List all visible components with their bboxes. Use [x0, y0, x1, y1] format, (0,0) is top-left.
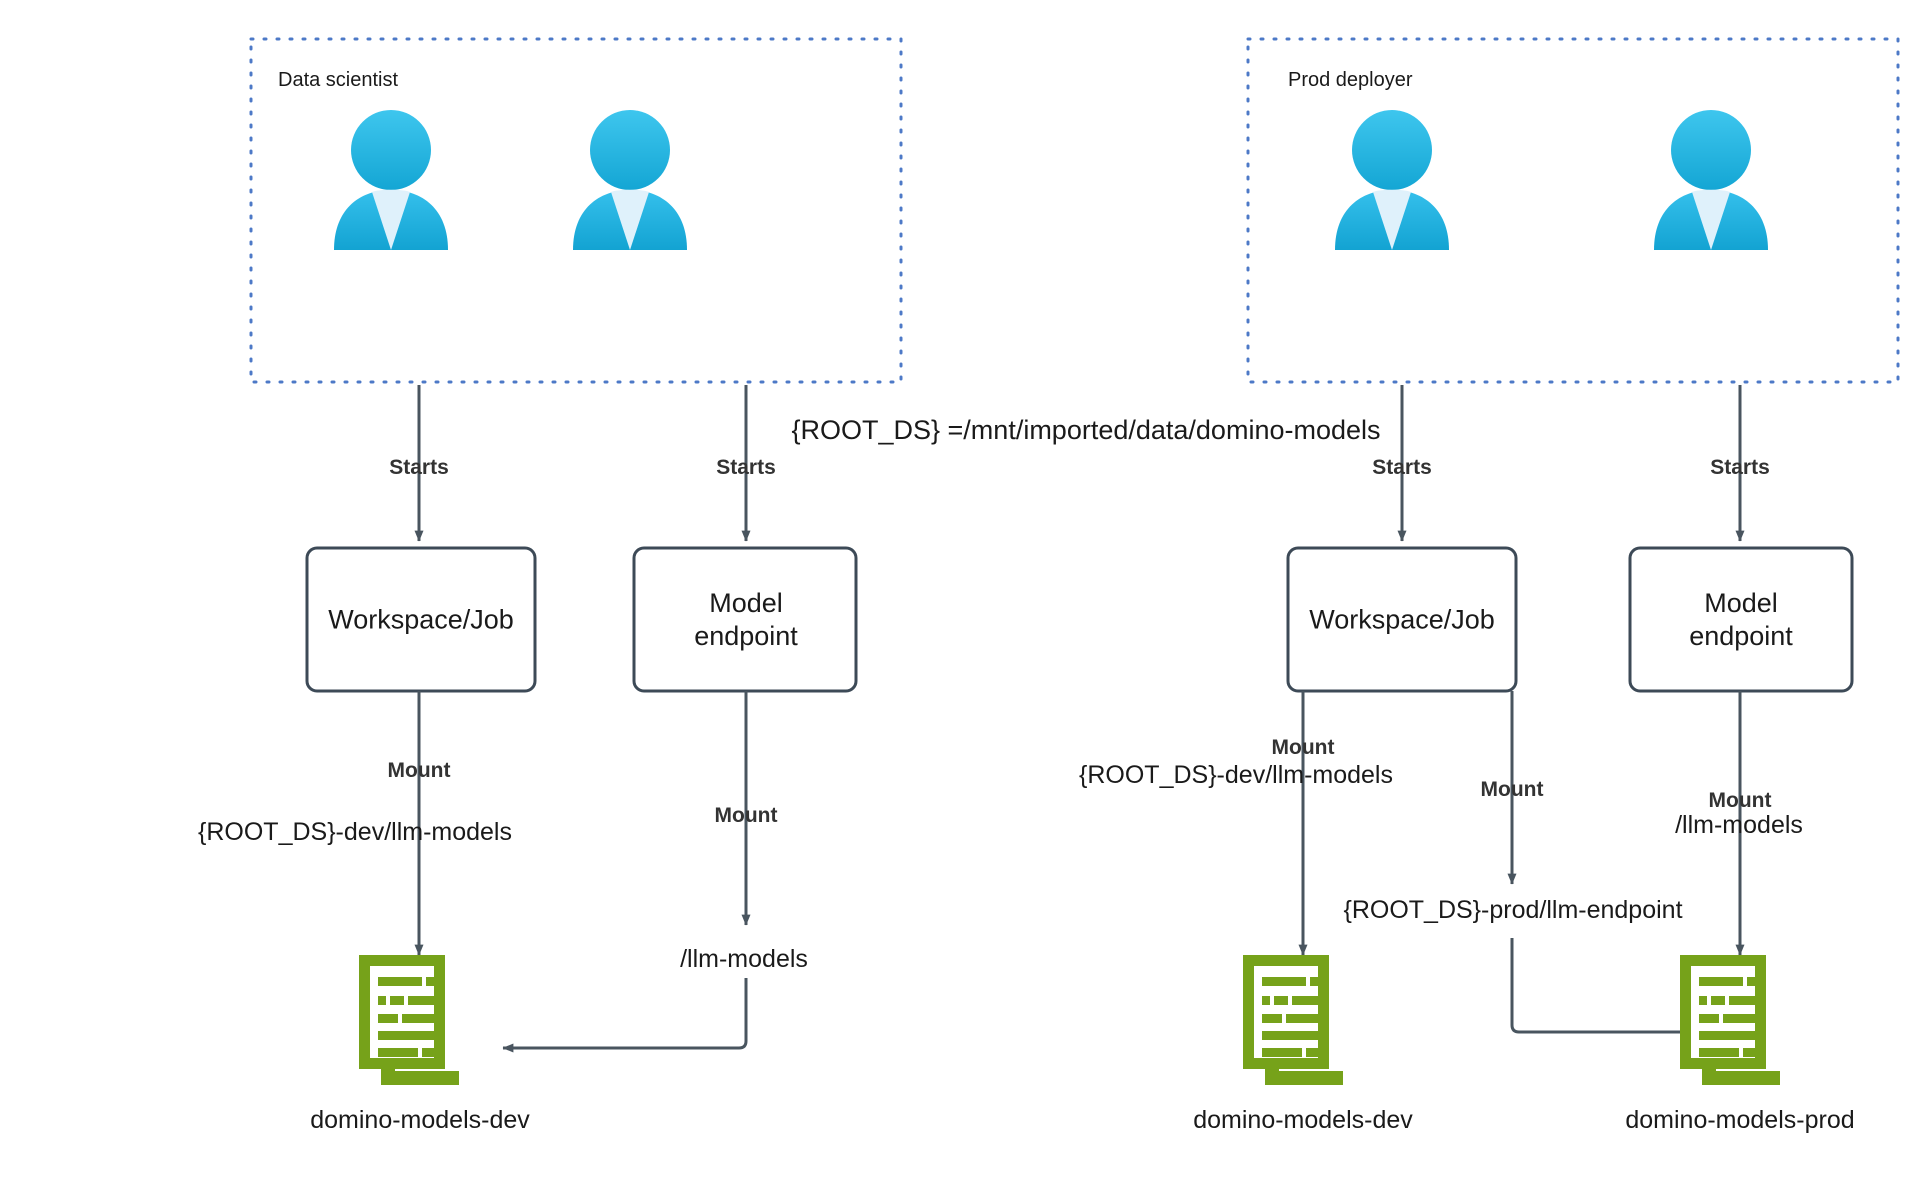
store-label-dev-right: domino-models-dev: [1193, 1106, 1413, 1134]
person-icon-pd-2: [1654, 110, 1768, 250]
document-icon-store-prod: [1680, 955, 1780, 1085]
path-label-right-ws-dev-mount: {ROOT_DS}-dev/llm-models: [1079, 761, 1393, 789]
edge-label-mount-ws-dev: Mount: [387, 759, 451, 782]
document-icon-store-dev-right: [1243, 955, 1343, 1085]
edge-label-starts-ws-prod: Starts: [1372, 456, 1432, 479]
node-label-ws-dev: Workspace/Job: [328, 604, 514, 635]
edge-label-mount-me-dev: Mount: [714, 804, 778, 827]
person-icon-pd-1: [1335, 110, 1449, 250]
path-label-right-ws-prod-mount: {ROOT_DS}-prod/llm-endpoint: [1343, 896, 1683, 924]
root-ds-note: {ROOT_DS} =/mnt/imported/data/domino-mod…: [791, 415, 1381, 445]
edge-label-starts-me-prod: Starts: [1710, 456, 1770, 479]
store-label-dev-left: domino-models-dev: [310, 1106, 530, 1134]
group-title-data-scientist: Data scientist: [278, 69, 399, 91]
edge-label-mount-me-prod: Mount: [1708, 789, 1772, 812]
path-label-left-ws-mount: {ROOT_DS}-dev/llm-models: [198, 818, 512, 846]
document-icon-store-dev-left: [359, 955, 459, 1085]
edge-elbow-ws-prod-store: [1510, 938, 1708, 1037]
edge-label-mount-ws-prod-branch: Mount: [1480, 778, 1544, 801]
edge-label-mount-ws-prod-dev: Mount: [1271, 736, 1335, 759]
node-label-me-dev: Model endpoint: [694, 588, 798, 651]
edge-elbow-me-dev-store: [502, 978, 748, 1053]
group-title-prod-deployer: Prod deployer: [1288, 69, 1413, 91]
edge-label-starts-ws-dev: Starts: [389, 456, 449, 479]
node-label-me-prod: Model endpoint: [1689, 588, 1793, 651]
store-label-prod: domino-models-prod: [1625, 1106, 1855, 1134]
path-label-left-me-mount: /llm-models: [680, 945, 808, 973]
node-label-ws-prod: Workspace/Job: [1309, 604, 1495, 635]
path-label-right-me-mount: /llm-models: [1675, 811, 1803, 839]
person-icon-ds-2: [573, 110, 687, 250]
edge-label-starts-me-dev: Starts: [716, 456, 776, 479]
person-icon-ds-1: [334, 110, 448, 250]
